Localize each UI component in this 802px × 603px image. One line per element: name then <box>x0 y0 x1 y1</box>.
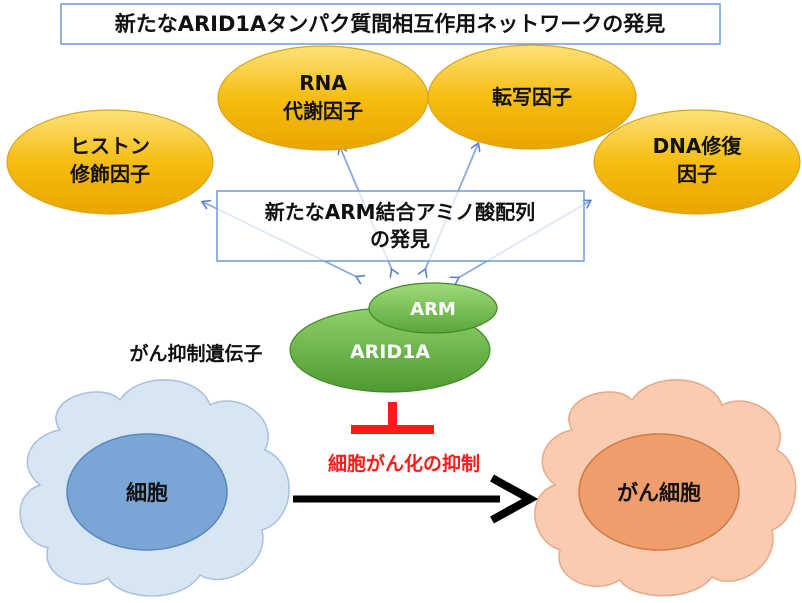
normal-cell-label: 細胞 <box>126 481 168 505</box>
histone-label-2: 修飾因子 <box>69 162 150 186</box>
arm-discovery-line-1: 新たなARM結合アミノ酸配列 <box>265 200 535 224</box>
factor-rna: RNA 代謝因子 <box>217 45 429 151</box>
tumor-suppressor-label: がん抑制遺伝子 <box>129 342 262 365</box>
transcription-label: 転写因子 <box>492 85 572 109</box>
factor-transcription: 転写因子 <box>427 44 637 150</box>
histone-label-1: ヒストン <box>70 134 150 158</box>
diagram-title: 新たなARID1Aタンパク質間相互作用ネットワークの発見 <box>115 12 666 36</box>
arm-label: ARM <box>410 299 456 320</box>
factor-dna-repair: DNA修復 因子 <box>593 109 801 215</box>
rna-label-1: RNA <box>299 71 347 95</box>
inhibition-label: 細胞がん化の抑制 <box>328 452 480 475</box>
arm-discovery-box: 新たなARM結合アミノ酸配列 の発見 <box>216 190 585 262</box>
normal-cell: 細胞 <box>19 379 290 597</box>
cancer-cell-label: がん細胞 <box>617 481 701 505</box>
inhibition-symbol <box>351 402 434 434</box>
arid1a-label: ARID1A <box>350 341 430 363</box>
title-box: 新たなARID1Aタンパク質間相互作用ネットワークの発見 <box>60 3 721 45</box>
dna-repair-label-2: 因子 <box>677 162 717 186</box>
factor-histone: ヒストン 修飾因子 <box>6 109 214 215</box>
arm-discovery-line-2: の発見 <box>370 227 430 251</box>
rna-label-2: 代謝因子 <box>282 99 363 123</box>
transformation-arrow <box>293 474 539 524</box>
arm-domain: ARM <box>368 282 498 334</box>
dna-repair-label-1: DNA修復 <box>653 134 743 158</box>
cancer-cell: がん細胞 <box>534 379 797 597</box>
